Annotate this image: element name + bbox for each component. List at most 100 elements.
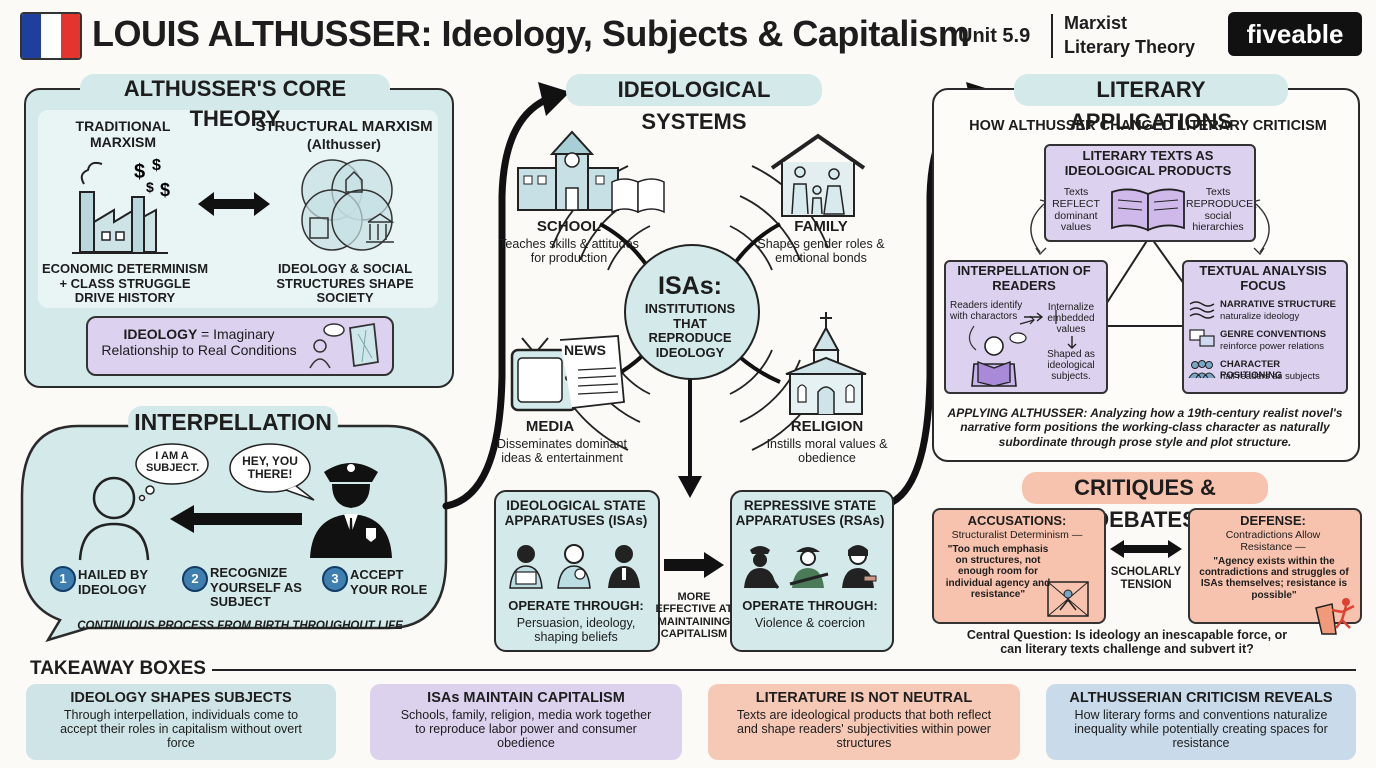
defense-sub: Contradictions Allow Resistance — (1225, 529, 1321, 553)
rsa-op-title: OPERATE THROUGH: (742, 598, 878, 613)
curved-arrow-to-systems (442, 82, 570, 510)
people-group-icon (1188, 360, 1216, 379)
takeaway-1-title: IDEOLOGY SHAPES SUBJECTS (70, 690, 292, 706)
takeaway-4-body: How literary forms and conventions natur… (1074, 708, 1328, 750)
genre-cards-icon (1189, 329, 1215, 347)
step-1-number: 1 (50, 566, 76, 592)
accusations-box (932, 508, 1106, 624)
rsa-people-icons (744, 545, 877, 589)
venn-structures-icon (301, 159, 395, 251)
accusations-title: ACCUSATIONS: (967, 513, 1067, 528)
religion-title: RELIGION (790, 418, 864, 435)
school-icon (517, 130, 665, 214)
isa-op-desc: Persuasion, ideology, shaping beliefs (516, 616, 636, 644)
products-title: LITERARY TEXTS AS IDEOLOGICAL PRODUCTS (1064, 148, 1232, 178)
factory-icon: $ $ $ $ (72, 157, 170, 254)
course-line-2: Literary Theory (1064, 37, 1196, 57)
step-2-number: 2 (182, 566, 208, 592)
structural-sub: (Althusser) (307, 136, 381, 152)
thought-bubble-icon (135, 443, 209, 502)
svg-text:$: $ (134, 161, 145, 183)
news-label: NEWS (564, 342, 606, 358)
isa-op-title: OPERATE THROUGH: (508, 598, 644, 613)
traditional-title: TRADITIONAL MARXISM (75, 118, 171, 150)
header-divider (1051, 14, 1053, 58)
takeaway-box-1 (26, 684, 336, 760)
media-title: MEDIA (525, 418, 575, 435)
literary-subheading: HOW ALTHUSSER CHANGED LITERARY CRITICISM (969, 118, 1327, 134)
ideological-systems-heading: IDEOLOGICAL SYSTEMS (566, 74, 822, 134)
focus-item-3-title: CHARACTER POSITIONING (1220, 359, 1283, 381)
school-title: SCHOOL (536, 218, 602, 235)
readers-identify: Readers identify with charactors (950, 300, 1023, 323)
structural-title: STRUCTURAL MARXISM (255, 118, 433, 135)
left-arrow-icon (170, 505, 302, 533)
speech-bubble-icon (229, 443, 315, 501)
focus-item-2-desc: reinforce power relations (1220, 341, 1325, 352)
rsa-title: REPRESSIVE STATE APPARATUSES (RSAs) (735, 498, 885, 529)
takeaway-box-3 (708, 684, 1020, 760)
bubble-subject-text: I AM A SUBJECT. (146, 450, 200, 475)
core-theory-heading: ALTHUSSER'S CORE THEORY (80, 74, 390, 131)
right-arrow-icon (1024, 312, 1044, 322)
focus-item-1-desc: naturalize ideology (1220, 311, 1300, 322)
isa-center-sub: INSTITUTIONS THAT REPRODUCE IDEOLOGY (644, 301, 736, 360)
course-line-1: Marxist (1064, 13, 1128, 33)
takeaway-box-2 (370, 684, 682, 760)
breaking-free-icon (1315, 598, 1355, 635)
person-outline-icon (78, 476, 150, 561)
literary-example: APPLYING ALTHUSSER: Analyzing how a 19th… (947, 406, 1343, 449)
family-title: FAMILY (794, 218, 848, 235)
readers-internalize: Internalize embedded values (1047, 302, 1095, 336)
tension-arrow-icon (1110, 540, 1182, 558)
trapped-figure-icon (1047, 581, 1089, 617)
thinking-person-icon (309, 322, 379, 369)
isa-center-title: ISAs: (658, 272, 722, 300)
takeaway-2-body: Schools, family, religion, media work to… (400, 708, 652, 750)
double-arrow-icon (198, 192, 270, 216)
defense-title: DEFENSE: (1240, 513, 1306, 528)
takeaway-2-title: ISAs MAINTAIN CAPITALISM (427, 690, 625, 706)
bubble-police-text: HEY, YOU THERE! (242, 454, 298, 482)
school-desc: Teaches skills & attitudes for productio… (499, 237, 639, 265)
readers-box (944, 260, 1108, 394)
svg-text:$: $ (152, 157, 161, 174)
down-arrow-icon (1067, 336, 1077, 349)
focus-item-3-desc: hail readers as subjects (1220, 371, 1320, 382)
family-desc: Shapes gender roles & emotional bonds (757, 237, 885, 265)
focus-item-1-title: NARRATIVE STRUCTURE (1220, 299, 1336, 310)
compare-label: MORE EFFECTIVE AT MAINTAINING CAPITALISM (655, 591, 733, 640)
ideology-definition-text: IDEOLOGY = Imaginary Relationship to Rea… (101, 326, 297, 358)
central-question: Central Question: Is ideology an inescap… (966, 628, 1288, 656)
reader-icon (968, 310, 1057, 387)
page-title: LOUIS ALTHUSSER: Ideology, Subjects & Ca… (92, 13, 970, 54)
step-2-label: RECOGNIZE YOURSELF AS SUBJECT (210, 565, 302, 610)
step-3-label: ACCEPT YOUR ROLE (350, 567, 428, 597)
traditional-caption: ECONOMIC DETERMINISM + CLASS STRUGGLE DR… (41, 261, 209, 306)
isa-title: IDEOLOGICAL STATE APPARATUSES (ISAs) (504, 498, 648, 529)
accusations-sub: Structuralist Determinism — (951, 529, 1083, 541)
step-1-label: HAILED BY IDEOLOGY (78, 567, 148, 597)
wave-lines-icon (1189, 301, 1215, 319)
products-right: Texts REPRODUCE social hierarchies (1186, 186, 1254, 234)
accusations-quote: "Too much emphasis on structures, not en… (945, 544, 1051, 600)
takeaways-rule (212, 669, 1356, 671)
religion-desc: Instills moral values & obedience (766, 437, 888, 465)
readers-shaped: Shaped as ideological subjects. (1047, 349, 1095, 383)
media-tv-icon (510, 335, 625, 412)
focus-box (1182, 260, 1348, 394)
fiveable-logo[interactable]: fiveable (1228, 12, 1362, 56)
svg-text:$: $ (146, 179, 154, 195)
focus-item-2-title: GENRE CONVENTIONS (1220, 329, 1327, 340)
isa-people-icons (509, 544, 640, 589)
police-officer-icon (310, 463, 392, 558)
takeaways-heading: TAKEAWAY BOXES (30, 658, 206, 679)
interpellation-footnote: CONTINUOUS PROCESS FROM BIRTH THROUGHOUT… (77, 620, 403, 632)
takeaway-1-body: Through interpellation, individuals come… (60, 708, 302, 750)
defense-box (1188, 508, 1362, 624)
structural-caption: IDEOLOGY & SOCIAL STRUCTURES SHAPE SOCIE… (276, 261, 414, 306)
takeaway-4-title: ALTHUSSERIAN CRITICISM REVEALS (1069, 690, 1333, 706)
takeaway-3-title: LITERATURE IS NOT NEUTRAL (755, 690, 973, 706)
family-icon (770, 133, 866, 217)
literary-heading: LITERARY APPLICATIONS (1014, 74, 1288, 134)
